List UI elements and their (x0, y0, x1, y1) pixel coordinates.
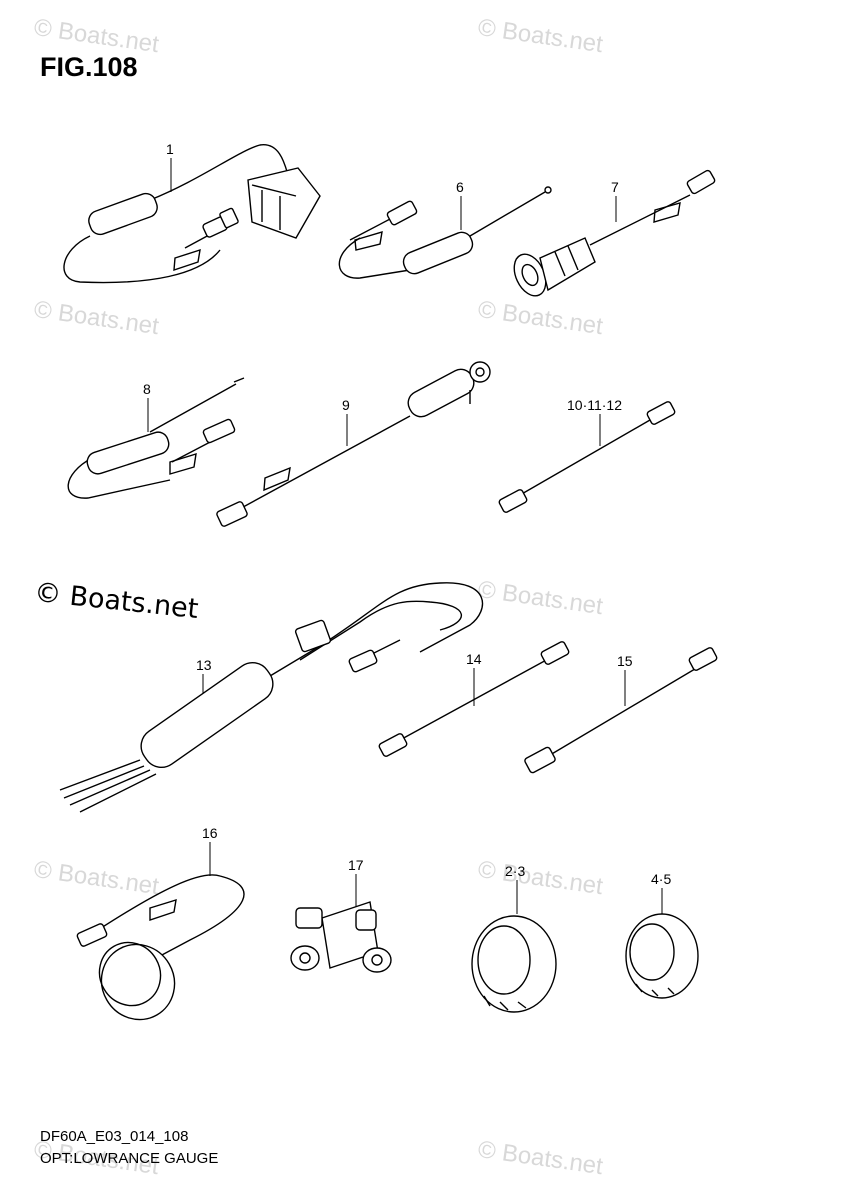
part-14-label: 14 (466, 651, 482, 667)
part-1-transducer-cable[interactable]: 1 (63, 141, 321, 284)
part-4-5-ring[interactable]: 4·5 (625, 871, 699, 999)
part-16-transducer[interactable]: 16 (76, 825, 245, 1033)
part-6-cable[interactable]: 6 (338, 179, 552, 279)
part-6-label: 6 (456, 179, 464, 195)
part-17-t-connector[interactable]: 17 (290, 857, 392, 973)
part-4-5-label: 4·5 (651, 871, 671, 887)
figure-title: FIG.108 (40, 52, 138, 82)
drawing-caption: OPT:LOWRANCE GAUGE (40, 1150, 219, 1167)
drawing-code: DF60A_E03_014_108 (40, 1128, 189, 1145)
part-10-11-12-extension-cable[interactable]: 10·11·12 (498, 397, 676, 513)
part-10-11-12-label: 10·11·12 (567, 397, 622, 413)
part-17-label: 17 (348, 857, 364, 873)
part-13-power-cable[interactable]: 13 (59, 582, 484, 813)
part-9-speed-sensor-cable[interactable]: 9 (216, 361, 491, 527)
part-15-cable[interactable]: 15 (524, 647, 718, 774)
part-7-label: 7 (611, 179, 619, 195)
part-14-cable[interactable]: 14 (378, 641, 570, 758)
part-13-label: 13 (196, 657, 212, 673)
part-16-label: 16 (202, 825, 218, 841)
part-8-cable[interactable]: 8 (67, 377, 245, 499)
part-2-3-ring[interactable]: 2·3 (471, 863, 557, 1013)
part-8-label: 8 (143, 381, 151, 397)
part-1-label: 1 (166, 141, 174, 157)
part-2-3-label: 2·3 (505, 863, 525, 879)
part-15-label: 15 (617, 653, 633, 669)
part-9-label: 9 (342, 397, 350, 413)
part-7-thru-hull-cable[interactable]: 7 (508, 169, 716, 300)
